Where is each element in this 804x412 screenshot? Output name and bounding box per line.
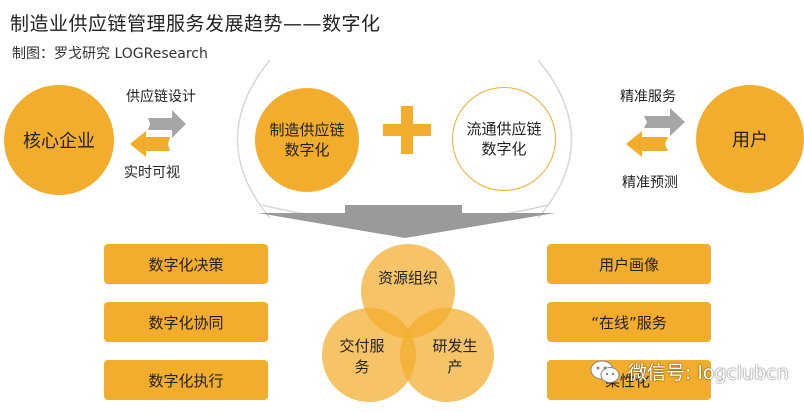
user-profile-box: 用户画像	[547, 244, 711, 284]
venn-right-circle: 研发生 产	[400, 308, 494, 402]
circulation-line1: 流通供应链	[466, 119, 542, 138]
manufacturing-line2: 数字化	[284, 141, 330, 159]
page-title: 制造业供应链管理服务发展趋势——数字化	[10, 13, 381, 35]
core-enterprise-circle: 核心企业	[4, 85, 114, 195]
arrow-left-icon	[626, 131, 668, 157]
user-circle: 用户	[696, 85, 804, 193]
venn-right-line1: 研发生	[432, 337, 478, 355]
watermark-text: 微信号: logclubcn	[628, 362, 789, 384]
left-arc	[236, 59, 271, 219]
precise-service-label: 精准服务	[620, 89, 676, 105]
real-time-visibility-label: 实时可视	[124, 165, 180, 181]
online-service-box: “在线”服务	[547, 302, 711, 342]
venn-right-line2: 产	[447, 358, 463, 376]
down-arrow-icon	[258, 205, 555, 238]
supply-chain-design-label: 供应链设计	[126, 89, 196, 105]
right-arc	[537, 59, 573, 219]
arrow-right-icon	[644, 108, 685, 136]
venn-left-line1: 交付服	[339, 337, 385, 355]
arrow-left-icon	[130, 131, 170, 157]
page-subtitle: 制图：罗戈研究 LOGResearch	[12, 46, 208, 62]
plus-icon	[383, 106, 431, 154]
flexible-box: 柔性化	[547, 360, 711, 400]
manufacturing-line1: 制造供应链	[269, 120, 345, 139]
venn-left-line2: 务	[354, 358, 370, 376]
manufacturing-supply-chain-circle: 制造供应链 数字化	[255, 88, 359, 192]
wechat-icon	[590, 359, 620, 385]
digital-decision-box: 数字化决策	[104, 244, 268, 284]
precise-forecast-label: 精准预测	[622, 175, 678, 191]
arrow-right-icon	[148, 110, 186, 138]
circulation-line2: 数字化	[481, 140, 527, 158]
digital-collaboration-box: 数字化协同	[104, 302, 268, 342]
digital-execution-box: 数字化执行	[104, 360, 268, 400]
circulation-supply-chain-circle: 流通供应链 数字化	[452, 87, 556, 191]
wechat-watermark: 微信号: logclubcn	[590, 358, 789, 385]
venn-top-label: 资源组织	[377, 268, 438, 287]
